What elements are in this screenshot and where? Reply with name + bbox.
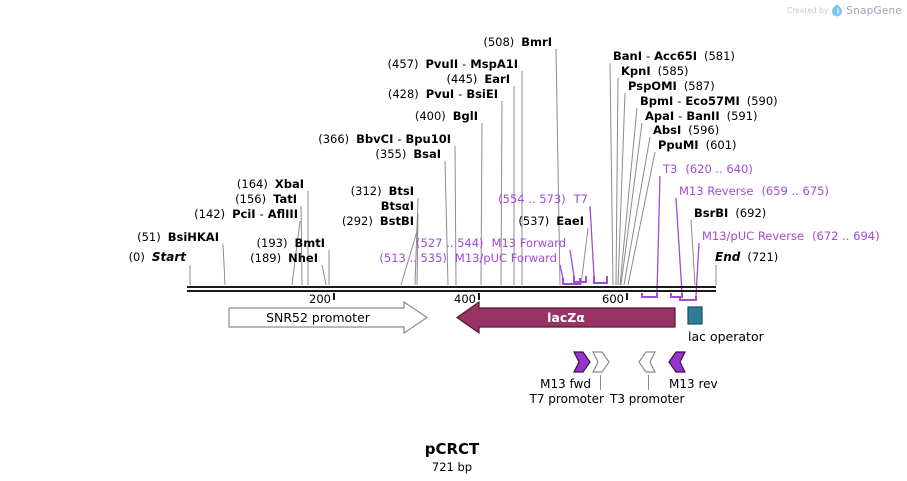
leader-line: [690, 219, 696, 286]
site-label-bmti[interactable]: (193)BmtI: [256, 236, 325, 250]
leader-line: [623, 136, 651, 286]
site-label-btsai[interactable]: BtsαI: [380, 199, 414, 213]
leader-line: [222, 243, 226, 286]
leader-line: [609, 62, 614, 286]
primer-leader-m13-forward: [569, 249, 575, 277]
primer-label-m13-puc-forward[interactable]: (513 .. 535)M13/pUC Forward: [379, 251, 557, 265]
primer-leader-t3: [656, 175, 661, 294]
leader-line: [580, 227, 589, 286]
lac-operator-label: lac operator: [688, 329, 764, 344]
plasmid-length: 721 bp: [431, 460, 473, 474]
snapgene-credit: Created by SnapGene: [787, 4, 902, 17]
site-label-bbvci-bpu10i[interactable]: (366)BbvCI-Bpu10I: [318, 132, 451, 146]
leader-line: [620, 122, 643, 286]
title-block: pCRCT 721 bp: [352, 440, 552, 474]
leader-line: [444, 160, 449, 286]
site-label-xbai[interactable]: (164)XbaI: [236, 177, 304, 191]
primer-bracket-t7: [593, 276, 608, 284]
leader-line: [454, 145, 457, 286]
primer-label-m13-forward[interactable]: (527 .. 544)M13 Forward: [416, 236, 566, 250]
site-label-pvuii-mspa1i[interactable]: (457)PvuII-MspA1I: [387, 57, 518, 71]
primer-bracket-m13-puc-reverse: [679, 296, 697, 301]
ruler-number-400: 400: [454, 292, 476, 306]
leader-line: [555, 48, 561, 286]
leader-line: [414, 197, 419, 286]
site-label-eari[interactable]: (445)EarI: [446, 72, 510, 86]
snapgene-logo-icon: [832, 4, 843, 17]
primer-leader-m13-puc-forward: [559, 264, 564, 279]
site-label-kpni[interactable]: KpnI(585): [621, 64, 689, 78]
created-by-text: Created by: [787, 6, 829, 15]
site-label-nhei[interactable]: (189)NheI: [250, 251, 318, 265]
plasmid-name: pCRCT: [424, 440, 480, 458]
lac-operator-box[interactable]: [687, 306, 703, 325]
lacz-alpha-arrow[interactable]: [455, 300, 676, 335]
leader-line: [321, 264, 327, 286]
site-label-tati[interactable]: (156)TatI: [235, 192, 297, 206]
m13-rev-label: M13 rev: [669, 377, 718, 391]
end-label[interactable]: End(721): [715, 250, 779, 264]
t7-promoter-arrow[interactable]: [592, 351, 610, 373]
snapgene-brand-text: SnapGene: [846, 4, 902, 17]
primer-label-m13-puc-reverse[interactable]: M13/pUC Reverse(672 .. 694): [702, 229, 880, 243]
site-label-ppumi[interactable]: PpuMI(601): [658, 138, 737, 152]
site-label-bgli[interactable]: (400)BglI: [414, 109, 478, 123]
snr52-promoter-label: SNR52 promoter: [266, 310, 370, 325]
leader-line: [627, 151, 656, 286]
site-label-bmri[interactable]: (508)BmrI: [483, 35, 552, 49]
leader-line: [416, 212, 419, 286]
leader-line: [615, 77, 619, 286]
site-label-bsihkai[interactable]: (51)BsiHKAI: [137, 230, 219, 244]
primer-leader-m13-reverse: [675, 197, 683, 294]
leader-line: [480, 122, 483, 286]
leader-line: [500, 100, 503, 286]
leader-line: [291, 220, 301, 286]
t7-promoter-label: T7 promoter: [529, 392, 604, 406]
lacz-alpha-label: lacZα: [547, 310, 585, 325]
site-label-absi[interactable]: AbsI(596): [653, 123, 720, 137]
primer-label-t7[interactable]: (554 .. 573)T7: [498, 192, 588, 206]
primer-bracket-m13-reverse: [670, 293, 683, 298]
primer-bracket-m13-puc-forward: [562, 278, 581, 285]
primer-label-m13-reverse[interactable]: M13 Reverse(659 .. 675): [679, 184, 829, 198]
site-label-bsai[interactable]: (355)BsaI: [375, 147, 441, 161]
leader-line: [400, 227, 419, 286]
site-label-pcii-afliii[interactable]: (142)PciI-AflIII: [194, 207, 298, 221]
primer-label-t3[interactable]: T3(620 .. 640): [663, 162, 753, 176]
snr52-promoter-arrow[interactable]: [228, 300, 429, 335]
leader-line: [617, 92, 626, 286]
primer-leader-t7: [589, 205, 595, 277]
leader-line: [300, 205, 303, 286]
m13-rev-arrow[interactable]: [668, 351, 686, 373]
t3-promoter-arrow[interactable]: [638, 351, 656, 373]
site-label-pspomi[interactable]: PspOMI(587): [628, 79, 715, 93]
site-label-eaei[interactable]: (537)EaeI: [518, 214, 584, 228]
site-label-apai-banii[interactable]: ApaI-BanII(591): [645, 109, 758, 123]
leader-line: [619, 107, 638, 286]
site-label-btsi[interactable]: (312)BtsI: [350, 184, 414, 198]
ruler-number-600: 600: [602, 292, 624, 306]
site-label-bstbi[interactable]: (292)BstBI: [341, 214, 414, 228]
site-label-bani-acc65i[interactable]: BanI-Acc65I(581): [613, 49, 735, 63]
ruler-number-200: 200: [309, 292, 331, 306]
primer-leader-m13-puc-reverse: [695, 242, 700, 297]
primer-bracket-t3: [641, 293, 658, 298]
site-label-bsrbi[interactable]: BsrBI(692): [694, 206, 767, 220]
site-label-pvui-bsiei[interactable]: (428)PvuI-BsiEI: [387, 87, 498, 101]
t3-promoter-label: T3 promoter: [610, 392, 685, 406]
site-label-bpmi-eco57mi[interactable]: BpmI-Eco57MI(590): [640, 94, 778, 108]
start-label[interactable]: (0)Start: [128, 250, 186, 264]
m13-fwd-arrow[interactable]: [573, 351, 591, 373]
m13-fwd-label: M13 fwd: [540, 377, 591, 391]
